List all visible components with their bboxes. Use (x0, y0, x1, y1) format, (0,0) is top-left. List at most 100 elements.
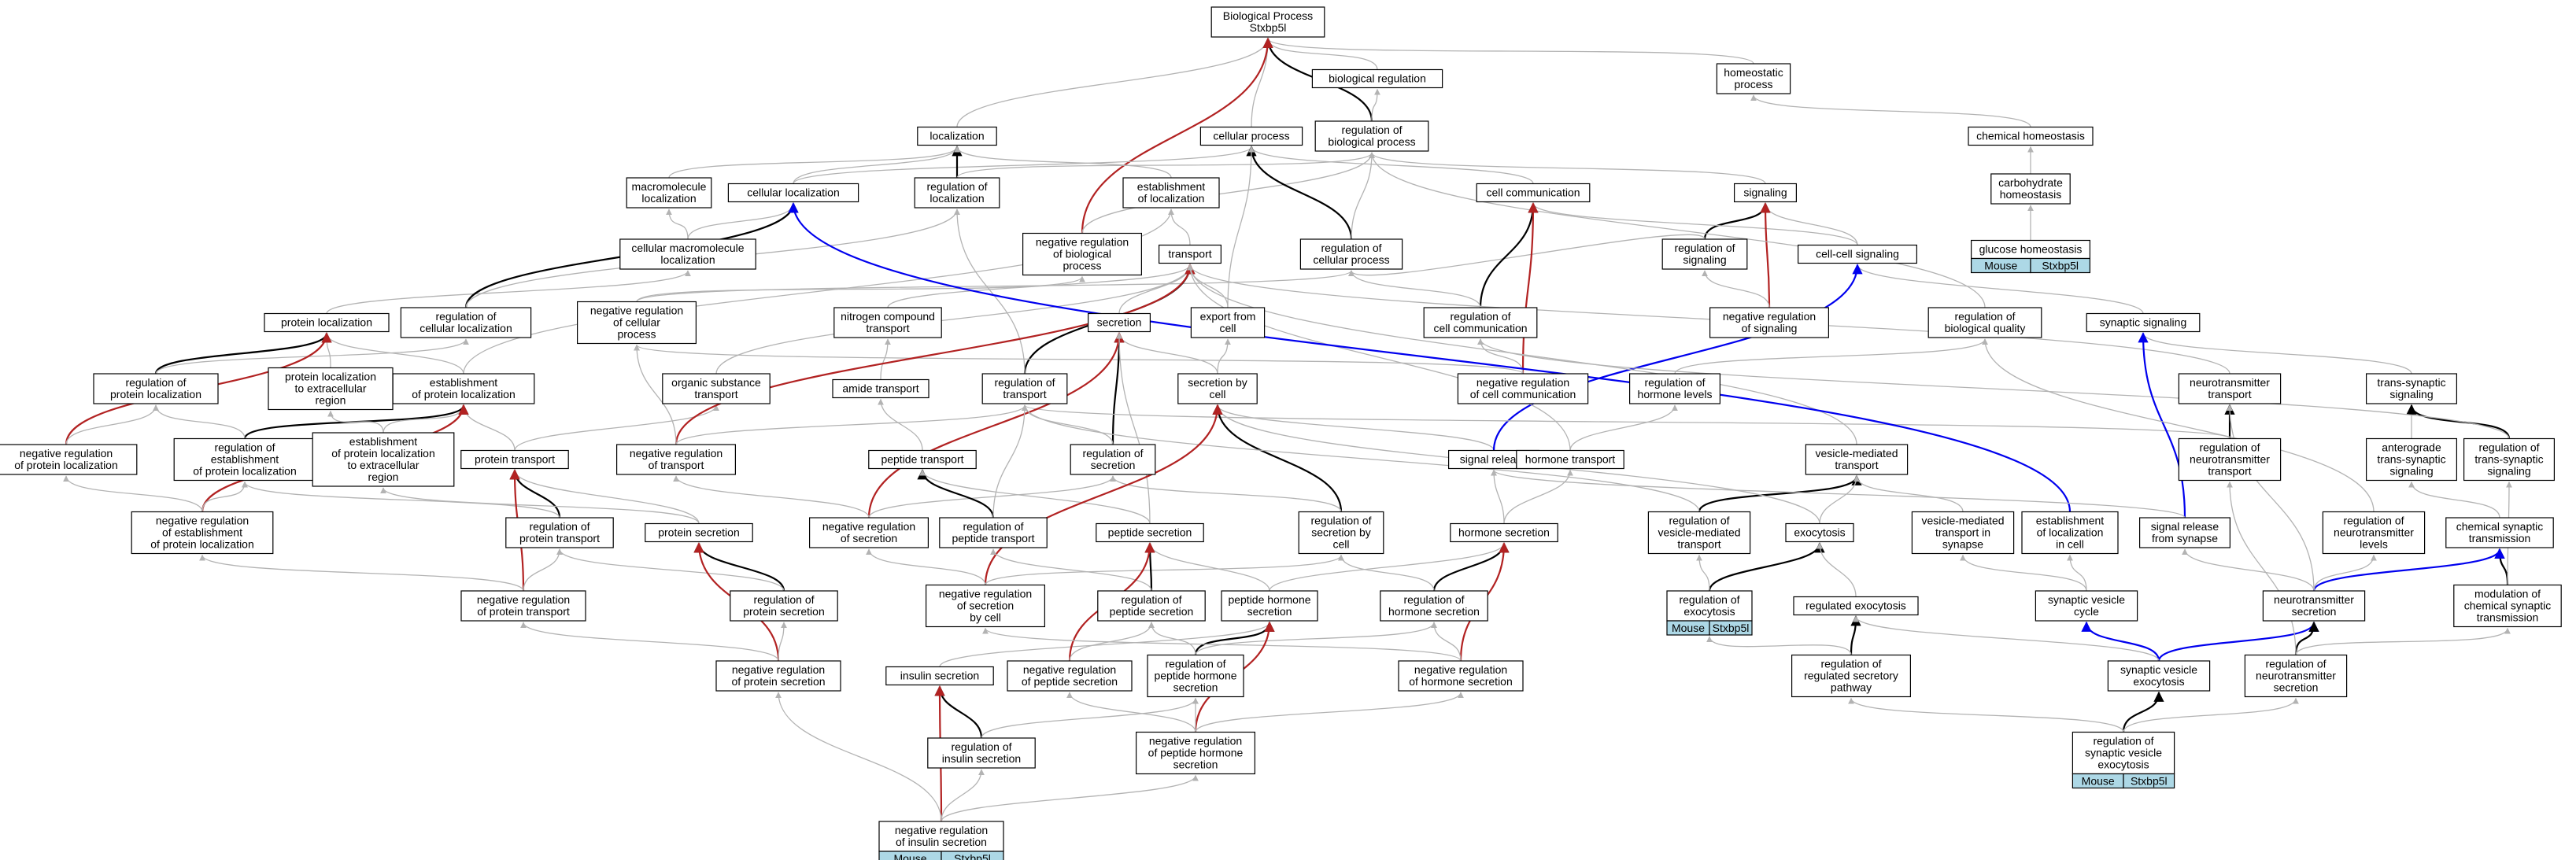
edge-is-a (1066, 692, 1196, 733)
term-node-chemhomeo[interactable]: chemical homeostasis (1968, 126, 2094, 146)
term-node-protloc[interactable]: protein localization (264, 312, 390, 333)
term-node-regexocytosis[interactable]: regulated exocytosis (1793, 596, 1919, 616)
term-label: neurotransmitter (2190, 376, 2270, 389)
edge-is-a (941, 774, 1199, 822)
term-node-inssec[interactable]: insulin secretion (885, 666, 994, 686)
term-node-prottrans[interactable]: protein transport (460, 449, 569, 470)
term-node-synsig[interactable]: synaptic signaling (2086, 312, 2201, 333)
term-node-transport[interactable]: transport (1158, 244, 1221, 264)
edge-regulates (2406, 404, 2511, 439)
edge-is-a (668, 146, 960, 179)
edge-regulates (1111, 332, 1125, 445)
term-node-peptrans[interactable]: peptide transport (868, 449, 977, 470)
term-node-exocytosis[interactable]: exocytosis (1785, 522, 1854, 543)
term-node-secretion[interactable]: secretion (1087, 312, 1151, 333)
term-label: transmission (2469, 532, 2531, 544)
term-box (1380, 590, 1488, 622)
term-node-protsec[interactable]: protein secretion (645, 522, 753, 543)
term-node-biolreg[interactable]: biological regulation (1311, 68, 1443, 89)
term-node-signaling[interactable]: signaling (1734, 183, 1798, 203)
term-node-cellcellsig[interactable]: cell-cell signaling (1798, 244, 1918, 264)
term-node-cellloc[interactable]: cellular localization (727, 183, 859, 203)
term-node-pepsec[interactable]: peptide secretion (1096, 522, 1204, 543)
term-node-hormtrans[interactable]: hormone transport (1516, 449, 1624, 470)
term-node-loc[interactable]: localization (917, 126, 997, 146)
term-node-cellproc[interactable]: cellular process (1199, 126, 1303, 146)
term-node-amidetrans[interactable]: amide transport (832, 378, 930, 399)
term-node-cellcomm[interactable]: cell communication (1476, 183, 1591, 203)
term-node-hormsec[interactable]: hormone secretion (1450, 522, 1558, 543)
